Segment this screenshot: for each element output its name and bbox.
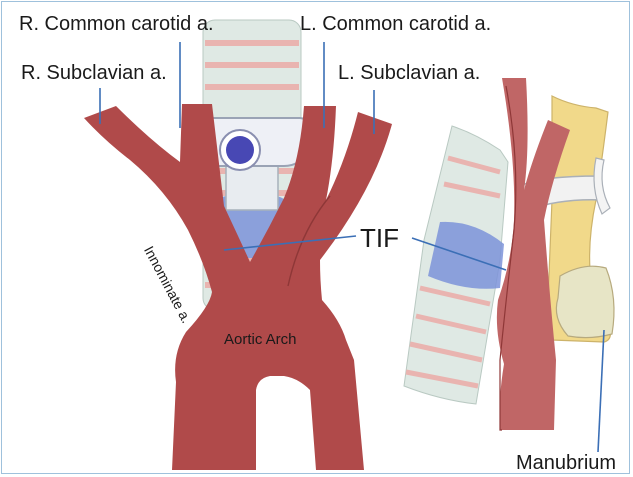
label-tif: TIF (360, 225, 399, 251)
label-l-subclavian: L. Subclavian a. (338, 63, 480, 83)
tube-lumen (226, 136, 254, 164)
label-l-common-carotid: L. Common carotid a. (300, 14, 491, 34)
label-r-common-carotid: R. Common carotid a. (19, 14, 214, 34)
bone-marrow (556, 266, 614, 337)
label-aortic-arch: Aortic Arch (224, 332, 297, 347)
label-r-subclavian: R. Subclavian a. (21, 63, 167, 83)
label-manubrium: Manubrium (516, 453, 616, 473)
leader-manubrium (598, 330, 604, 452)
